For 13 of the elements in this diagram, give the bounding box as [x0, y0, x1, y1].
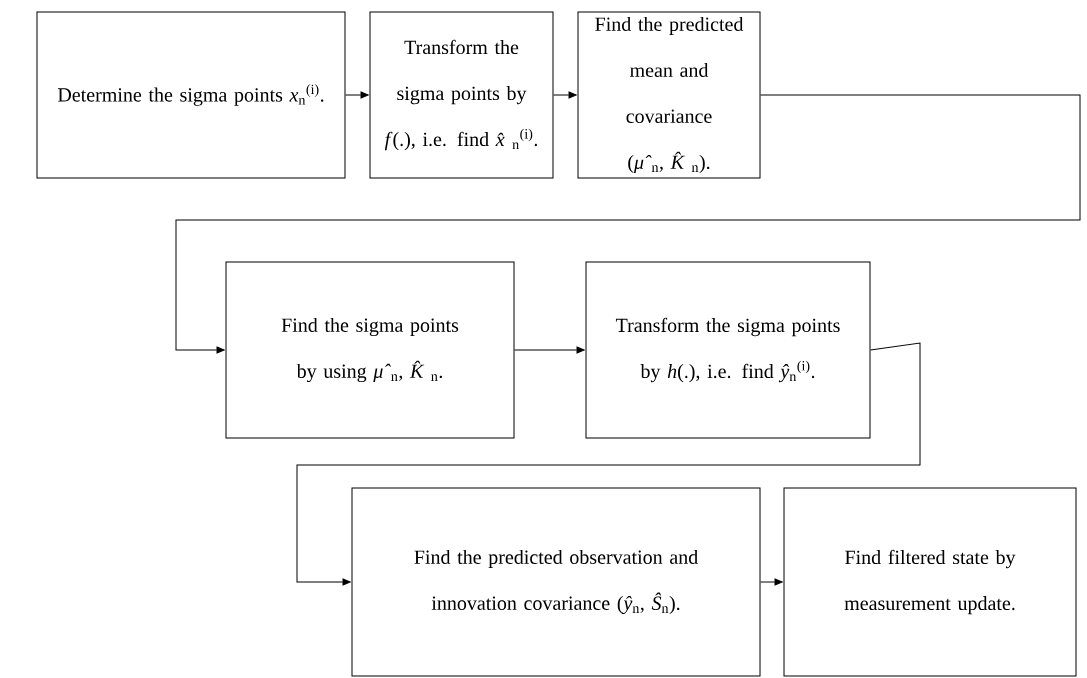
process-box: Transform the sigma points by h(.), i.e. find ŷ$_{n}$$^{(i)}$.	[585, 261, 871, 439]
arrow	[760, 578, 783, 586]
process-box: Find the predicted mean and covariance (μ̂$_{n}$, K̂$_{n}$).	[577, 11, 761, 179]
arrow	[514, 346, 585, 354]
arrow	[553, 91, 577, 99]
arrow	[175, 94, 1081, 354]
process-box: Find the predicted observation and innovation covariance (ŷ$_{n}$, Ŝ$_{n}$).	[351, 487, 761, 677]
process-box: Determine the sigma points x$_{n}$$^{(i)}$.	[36, 11, 346, 179]
arrow	[345, 91, 369, 99]
process-box: Transform the sigma points by f(.), i.e. find x̂$_{n}$$^{(i)}$.	[369, 11, 554, 179]
arrow	[296, 342, 921, 586]
process-box: Find the sigma points by using μ̂$_{n}$, K̂$_{n}$.	[225, 261, 515, 439]
process-box: Find filtered state by measurement update.	[783, 487, 1077, 677]
